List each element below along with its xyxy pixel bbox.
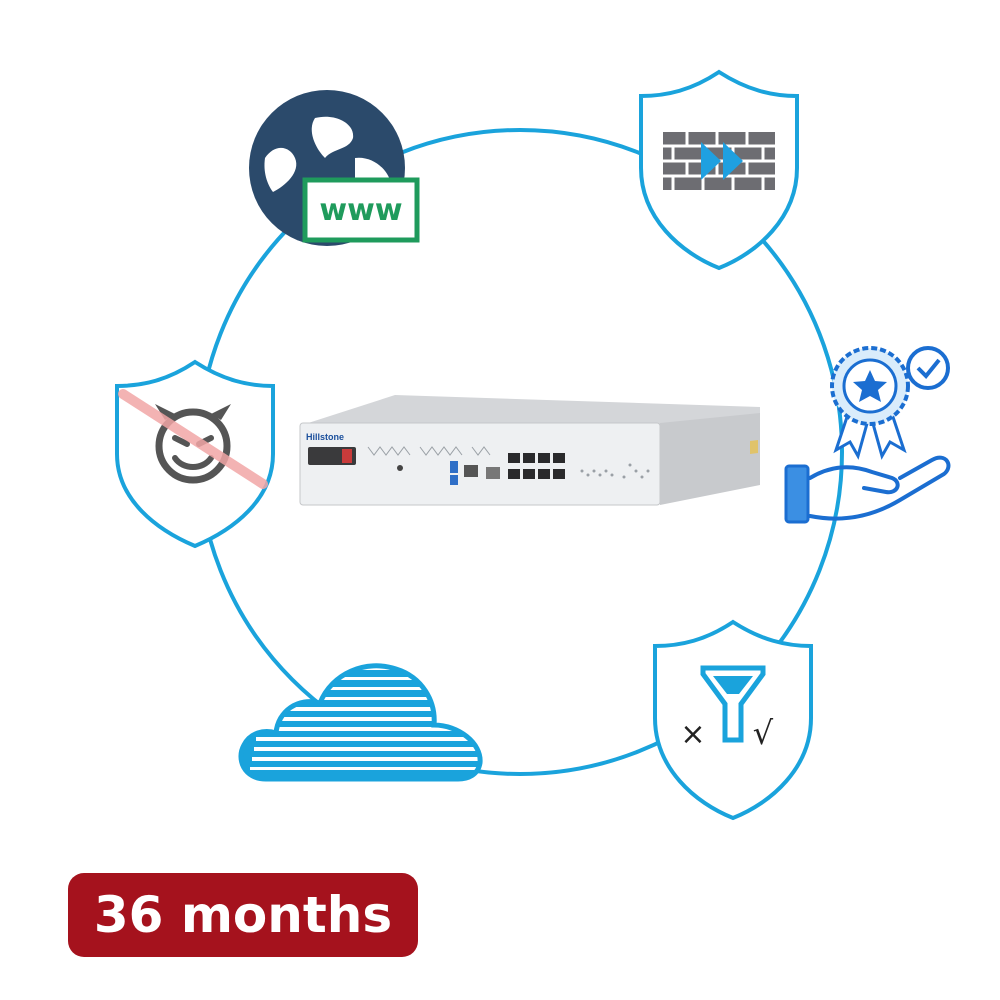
award-hand-icon [784,346,951,524]
www-label: www [319,193,402,228]
cloud-icon [238,663,483,782]
firewall-shield-icon [639,69,799,271]
firewall-appliance: Hillstone [299,395,760,506]
threat-block-shield-icon [115,359,275,549]
reject-glyph: × [680,717,705,752]
subscription-duration-badge: 36 months [68,873,418,957]
device-brand-label: Hillstone [306,432,344,442]
accept-glyph: √ [753,714,774,752]
subscription-duration-text: 36 months [93,886,393,944]
filter-shield-icon: × √ [653,619,813,821]
globe-www-icon: www [249,90,420,246]
